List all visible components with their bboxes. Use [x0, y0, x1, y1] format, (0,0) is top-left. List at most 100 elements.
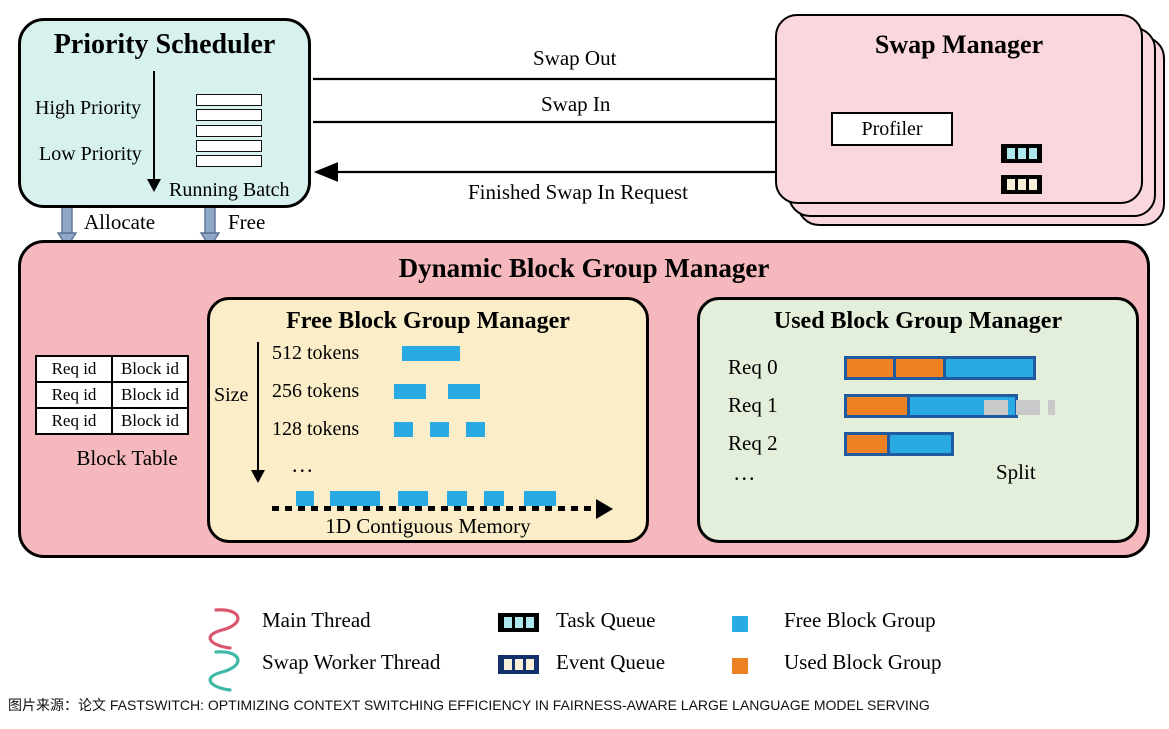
- queue-cell: [1017, 148, 1026, 159]
- block-id-cell: Block id: [111, 381, 189, 409]
- block-table-grid: Req id Block id Req id Block id Req id B…: [35, 355, 189, 435]
- swap-in-label: Swap In: [541, 92, 611, 116]
- queue-cell: [1028, 148, 1037, 159]
- swap-manager-card-front: [775, 14, 1143, 204]
- finished-swap-in-label: Finished Swap In Request: [468, 180, 688, 204]
- block-id-cell: Block id: [111, 407, 189, 435]
- used-block-group-manager-title: Used Block Group Manager: [773, 308, 1063, 334]
- table-row: Req id Block id: [35, 407, 189, 435]
- running-batch-row: [196, 124, 262, 137]
- size-axis-label: Size: [214, 384, 249, 406]
- priority-scheduler-title: Priority Scheduler: [53, 29, 276, 60]
- request-label: Req 0: [728, 355, 778, 379]
- memory-free-block-chip: [296, 491, 314, 506]
- split-remainder-block: [1048, 400, 1055, 415]
- swap-manager-panel: Swap Manager Profiler: [775, 14, 1165, 236]
- used-block-segment: [847, 359, 893, 377]
- used-block-segment: [847, 435, 887, 453]
- free-block-group-chip: [394, 422, 413, 437]
- legend-label: Swap Worker Thread: [262, 650, 441, 674]
- free-group-row-512: 512 tokens: [272, 342, 572, 366]
- request-row: Req 1: [728, 393, 1058, 420]
- priority-direction-arrow-icon: [147, 71, 161, 192]
- block-table: Req id Block id Req id Block id Req id B…: [35, 355, 189, 435]
- queue-cell: [503, 659, 512, 670]
- queue-cell: [1006, 179, 1015, 190]
- queue-cell: [1017, 179, 1026, 190]
- running-batch-row: [196, 94, 262, 106]
- high-priority-label: High Priority: [35, 97, 142, 119]
- request-row: Req 0: [728, 355, 1036, 382]
- running-batch-row: [196, 155, 262, 167]
- profiler-box: Profiler: [831, 112, 953, 146]
- event-queue-icon: [1001, 175, 1042, 194]
- free-block-group-chip: [466, 422, 485, 437]
- memory-free-block-chip: [398, 491, 428, 506]
- table-row: Req id Block id: [35, 355, 189, 383]
- swap-manager-title: Swap Manager: [874, 30, 1044, 59]
- req-id-cell: Req id: [35, 407, 113, 435]
- free-block-group-chip: [402, 346, 460, 361]
- request-bar: [844, 432, 954, 456]
- legend-label: Event Queue: [556, 650, 666, 674]
- low-priority-label: Low Priority: [39, 143, 142, 165]
- free-block-segment: [887, 435, 951, 453]
- free-label: Free: [228, 210, 266, 234]
- req-id-cell: Req id: [35, 381, 113, 409]
- used-block-segment: [893, 359, 943, 377]
- free-group-ellipsis: ...: [292, 452, 315, 477]
- running-batch-stack-icon: [196, 94, 262, 167]
- event-queue-icon: [498, 655, 539, 674]
- queue-cell: [514, 659, 523, 670]
- memory-free-block-chip: [524, 491, 556, 506]
- request-bar: [844, 356, 1036, 380]
- block-id-cell: Block id: [111, 355, 189, 383]
- priority-scheduler-panel: Priority Scheduler High Priority Low Pri…: [18, 18, 311, 208]
- dynamic-block-group-manager-title: Dynamic Block Group Manager: [398, 253, 770, 283]
- request-row: Req 2: [728, 431, 1028, 458]
- running-batch-row: [196, 139, 262, 152]
- task-queue-icon: [498, 613, 539, 632]
- free-block-group-chip: [448, 384, 480, 399]
- used-block-segment: [847, 397, 907, 415]
- split-label: Split: [996, 460, 1036, 484]
- free-group-row-label: 128 tokens: [272, 418, 360, 440]
- used-group-ellipsis: ...: [734, 460, 757, 485]
- used-block-group-manager-panel: Used Block Group Manager Req 0 Req 1 Req…: [697, 297, 1139, 543]
- running-batch-label: Running Batch: [169, 179, 290, 201]
- free-block-segment: [943, 359, 1033, 377]
- contiguous-memory-arrowhead-icon: [596, 499, 613, 519]
- memory-free-block-chip: [484, 491, 504, 506]
- swap-out-label: Swap Out: [533, 46, 617, 70]
- free-group-row-256: 256 tokens: [272, 380, 572, 404]
- req-id-cell: Req id: [35, 355, 113, 383]
- free-block-group-manager-title: Free Block Group Manager: [286, 308, 570, 334]
- free-block-group-manager-panel: Free Block Group Manager Size 512 tokens…: [207, 297, 649, 543]
- used-block-group-swatch-icon: [732, 658, 748, 674]
- split-remainder-block: [984, 400, 1008, 415]
- free-group-row-label: 512 tokens: [272, 342, 360, 364]
- block-table-caption: Block Table: [76, 446, 178, 470]
- running-batch-row: [196, 109, 262, 122]
- free-block-group-chip: [430, 422, 449, 437]
- queue-cell: [525, 659, 534, 670]
- table-row: Req id Block id: [35, 381, 189, 409]
- queue-cell: [525, 617, 534, 628]
- request-label: Req 1: [728, 393, 778, 417]
- free-group-row-128: 128 tokens: [272, 418, 572, 442]
- legend-label: Main Thread: [262, 608, 371, 632]
- legend-label: Free Block Group: [784, 608, 936, 632]
- size-axis-arrow-icon: [251, 342, 265, 483]
- free-block-group-chip: [394, 384, 426, 399]
- legend-label: Used Block Group: [784, 650, 942, 674]
- source-caption: 图片来源：论文 FASTSWITCH: OPTIMIZING CONTEXT S…: [8, 697, 930, 713]
- memory-free-block-chip: [330, 491, 380, 506]
- queue-cell: [1028, 179, 1037, 190]
- contiguous-memory-caption: 1D Contiguous Memory: [325, 514, 531, 538]
- queue-cell: [514, 617, 523, 628]
- free-block-group-swatch-icon: [732, 616, 748, 632]
- task-queue-icon: [1001, 144, 1042, 163]
- request-label: Req 2: [728, 431, 778, 455]
- memory-free-block-chip: [447, 491, 467, 506]
